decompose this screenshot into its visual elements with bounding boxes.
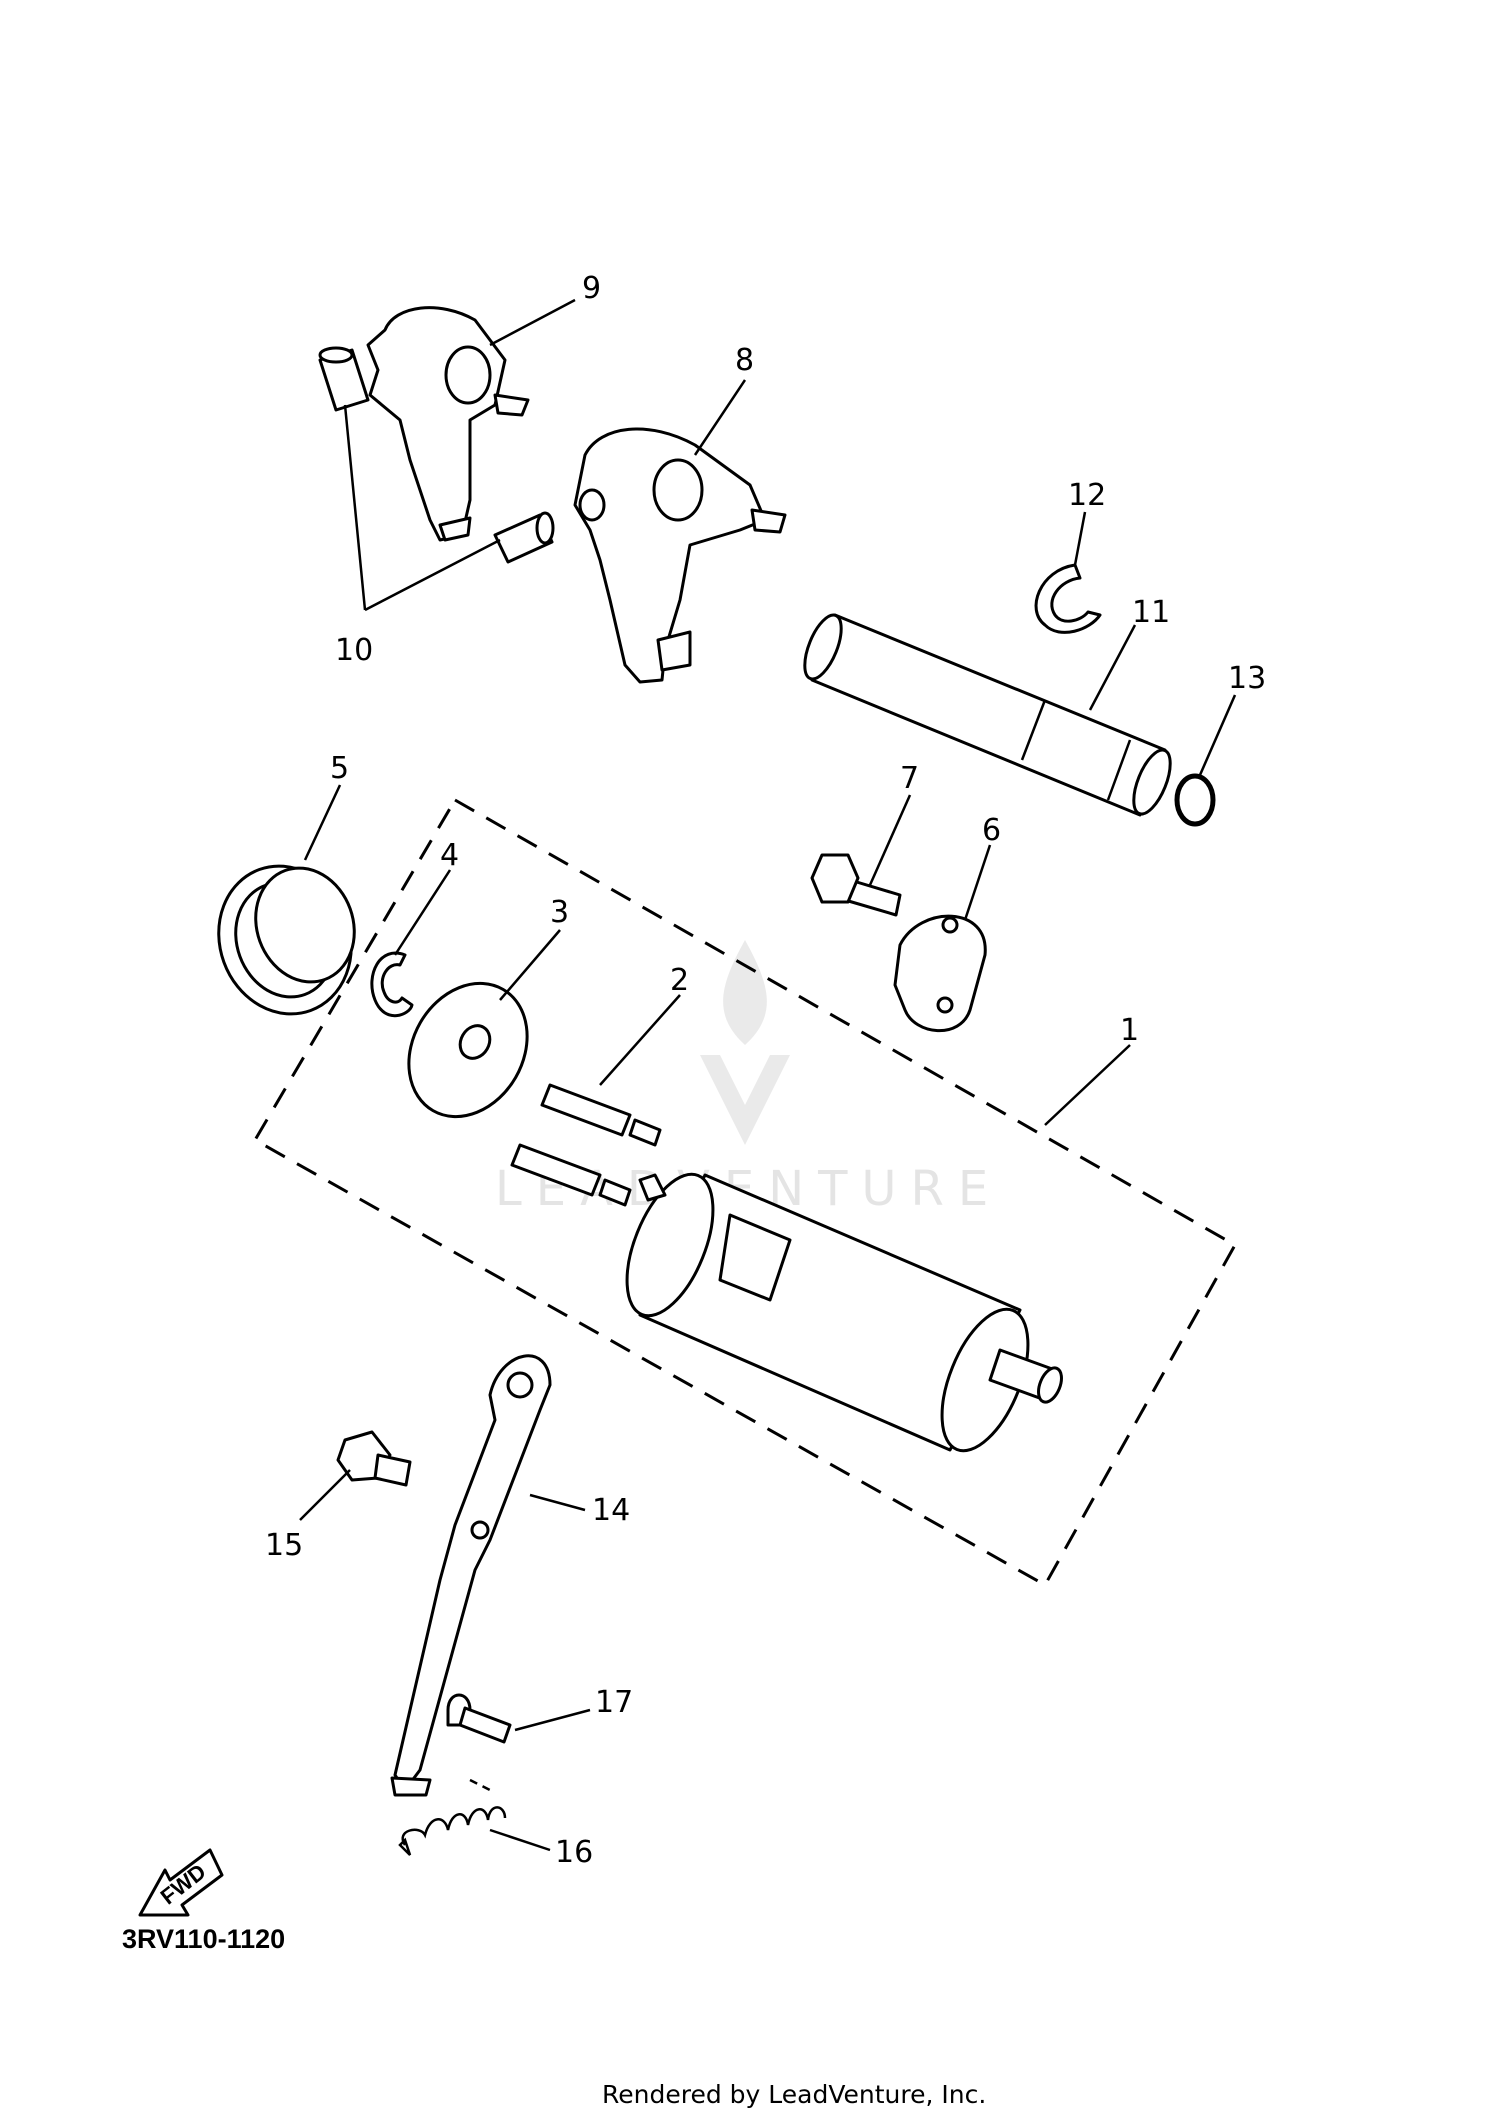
callout-14: 14	[592, 1493, 630, 1528]
callout-16: 16	[555, 1835, 593, 1870]
circlip-4[interactable]	[370, 951, 414, 1018]
shift-cam-1[interactable]	[609, 1162, 1066, 1462]
leader-lines	[299, 298, 1237, 1852]
footer-credit: Rendered by LeadVenture, Inc.	[602, 2080, 986, 2109]
bolt-17[interactable]	[446, 1693, 512, 1744]
callout-7: 7	[900, 761, 919, 796]
pins-2[interactable]	[510, 1083, 662, 1207]
bolt-15[interactable]	[336, 1430, 412, 1487]
guide-pins-10[interactable]	[318, 346, 555, 564]
bolt-7[interactable]	[810, 853, 902, 917]
callout-15: 15	[265, 1528, 303, 1563]
callout-10: 10	[335, 633, 373, 668]
stopper-plate-6[interactable]	[893, 914, 987, 1033]
o-ring-13[interactable]	[1174, 773, 1216, 827]
callout-9: 9	[582, 271, 601, 306]
shift-fork-9[interactable]	[366, 306, 530, 542]
callout-5: 5	[330, 751, 349, 786]
shift-arm-14[interactable]	[390, 1354, 552, 1797]
callout-3: 3	[550, 895, 569, 930]
circlip-12[interactable]	[1034, 563, 1102, 634]
spring-16[interactable]	[398, 1778, 507, 1856]
callout-13: 13	[1228, 661, 1266, 696]
washer-3[interactable]	[385, 962, 550, 1138]
bearing-5[interactable]	[198, 847, 371, 1032]
shift-fork-8[interactable]	[573, 427, 787, 684]
callout-17: 17	[595, 1685, 633, 1720]
assembly-outline	[252, 797, 1238, 1588]
callout-2: 2	[670, 963, 689, 998]
guide-bar-11[interactable]	[797, 610, 1177, 819]
callout-12: 12	[1068, 478, 1106, 513]
callout-6: 6	[982, 813, 1001, 848]
callout-4: 4	[440, 838, 459, 873]
watermark-flame-icon	[700, 940, 790, 1145]
callout-1: 1	[1120, 1013, 1139, 1048]
diagram-code: 3RV110-1120	[122, 1924, 285, 1954]
callout-8: 8	[735, 343, 754, 378]
callout-11: 11	[1132, 595, 1170, 630]
callouts: 9 8 12 11 13 10 5 4 3 2 1 7 6 14 15 17 1…	[265, 271, 1266, 1870]
forward-arrow-icon: FWD	[138, 1848, 224, 1917]
